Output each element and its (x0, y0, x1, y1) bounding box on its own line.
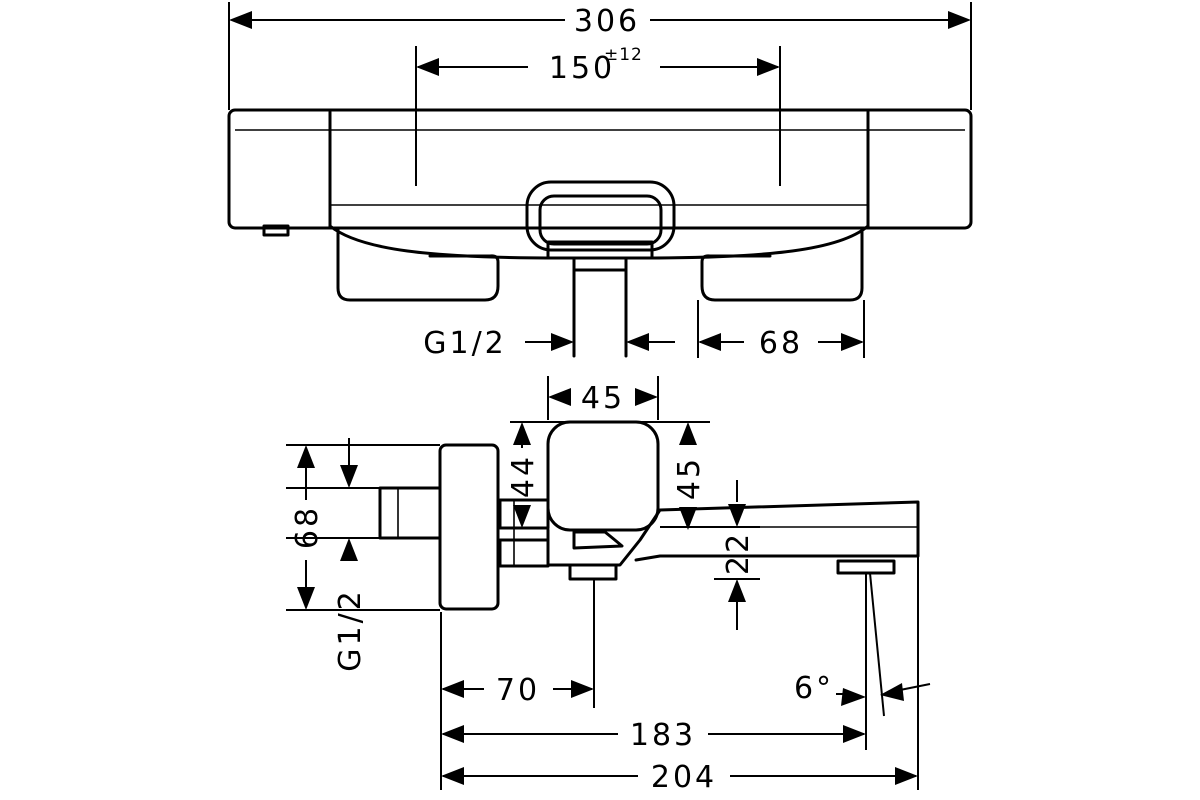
dim-total-height: 68 (290, 445, 325, 610)
dim-inlet-spacing: 68 (698, 326, 864, 361)
side-view (286, 376, 920, 790)
dim-inlet-thread-top-label: G1/2 (423, 326, 507, 361)
dim-inlet-depth-label: 70 (496, 673, 540, 708)
top-view (227, 2, 973, 358)
top-outlet-thread (572, 256, 628, 272)
dim-inlet-thread-side-label: G1/2 (333, 588, 368, 672)
top-handle-outer (525, 180, 676, 252)
dim-overall-depth: 204 (441, 760, 918, 795)
side-aerator (836, 559, 896, 575)
dim-handle-height-right: 45 (672, 422, 707, 530)
dim-outlet-offset-label: 22 (721, 531, 756, 575)
dim-handle-height-right-label: 45 (672, 456, 707, 500)
dim-overall-width: 306 (229, 4, 971, 39)
top-left-stub (262, 224, 290, 237)
side-handle (546, 420, 660, 532)
dim-handle-height-label: 44 (506, 454, 541, 498)
side-nut-lower (498, 538, 550, 568)
top-left-connection (336, 226, 500, 302)
dim-inlet-thread-side: G1/2 (286, 438, 380, 672)
side-outlet-nut (568, 563, 618, 581)
dim-spout-angle-label: 6° (794, 671, 834, 706)
side-knob (378, 486, 442, 540)
top-view-body (227, 108, 973, 230)
dim-center-distance-label: 150 (549, 51, 615, 86)
dim-outlet-offset: 22 (714, 480, 760, 630)
top-right-connection (700, 226, 864, 302)
dim-handle-height: 44 (506, 422, 541, 528)
dim-center-distance: 150 ±12 (416, 45, 780, 86)
dim-spout-reach: 183 (441, 718, 866, 753)
dim-total-height-label: 68 (290, 505, 325, 549)
top-handle-inner (538, 194, 663, 246)
dim-inlet-thread-top: G1/2 (423, 326, 675, 361)
side-rosette (438, 443, 500, 611)
dim-inlet-spacing-label: 68 (759, 326, 803, 361)
dim-spout-width: 45 (548, 381, 658, 416)
spout-angle-line-2 (869, 572, 885, 717)
dim-overall-depth-label: 204 (651, 760, 717, 795)
side-spout-under (572, 530, 624, 550)
dim-spout-width-label: 45 (581, 381, 625, 416)
dim-spout-reach-label: 183 (630, 718, 696, 753)
dim-inlet-depth: 70 (441, 673, 594, 708)
dim-overall-width-label: 306 (574, 4, 640, 39)
dim-center-distance-tolerance: ±12 (604, 45, 643, 65)
dim-spout-angle: 6° (794, 671, 931, 706)
